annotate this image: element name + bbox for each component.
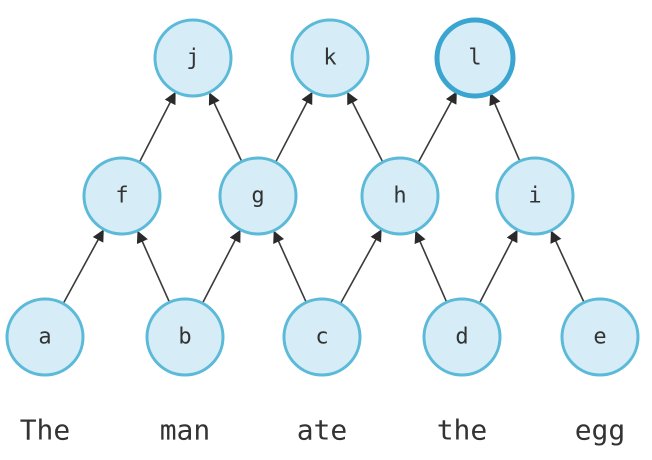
node-circle-b bbox=[145, 297, 225, 377]
edge-d-h bbox=[414, 230, 448, 303]
word-3: the bbox=[437, 414, 488, 447]
sentence-words: The man ate the egg bbox=[20, 414, 626, 447]
node-circle-k bbox=[290, 18, 370, 98]
node-g: g bbox=[218, 156, 298, 236]
node-circle-g bbox=[218, 156, 298, 236]
node-label-h: h bbox=[393, 184, 406, 209]
node-circle-e bbox=[560, 297, 640, 377]
node-circle-a bbox=[5, 297, 85, 377]
node-circle-c bbox=[282, 297, 362, 377]
node-circle-i bbox=[495, 156, 575, 236]
edge-h-l bbox=[417, 91, 458, 163]
node-l: l bbox=[434, 17, 516, 99]
node-label-d: d bbox=[455, 325, 468, 350]
edge-g-k bbox=[274, 91, 313, 163]
node-label-c: c bbox=[315, 325, 328, 350]
edge-g-j bbox=[208, 92, 243, 162]
node-label-e: e bbox=[593, 325, 606, 350]
node-d: d bbox=[422, 297, 502, 377]
edge-b-f bbox=[136, 230, 171, 303]
node-label-f: f bbox=[115, 184, 128, 209]
edge-f-j bbox=[138, 91, 176, 163]
word-4: egg bbox=[575, 414, 626, 447]
edge-c-g bbox=[273, 230, 308, 303]
node-a: a bbox=[5, 297, 85, 377]
node-j: j bbox=[153, 18, 233, 98]
node-label-i: i bbox=[528, 184, 541, 209]
node-c: c bbox=[282, 297, 362, 377]
word-2: ate bbox=[297, 414, 348, 447]
edge-c-h bbox=[339, 229, 382, 305]
node-circle-f bbox=[82, 156, 162, 236]
node-label-k: k bbox=[323, 46, 336, 71]
node-circle-h bbox=[360, 156, 440, 236]
edge-e-i bbox=[550, 230, 585, 303]
node-label-b: b bbox=[178, 325, 191, 350]
node-i: i bbox=[495, 156, 575, 236]
node-circle-l bbox=[434, 17, 516, 99]
node-label-l: l bbox=[468, 46, 481, 71]
node-f: f bbox=[82, 156, 162, 236]
word-0: The bbox=[20, 414, 71, 447]
node-label-g: g bbox=[251, 184, 264, 209]
edge-d-i bbox=[478, 229, 518, 304]
node-label-a: a bbox=[38, 325, 51, 350]
edge-a-f bbox=[62, 229, 105, 305]
node-e: e bbox=[560, 297, 640, 377]
node-label-j: j bbox=[186, 46, 199, 71]
edge-b-g bbox=[201, 229, 241, 304]
edge-i-l bbox=[489, 92, 521, 162]
node-k: k bbox=[290, 18, 370, 98]
node-circle-j bbox=[153, 18, 233, 98]
nodes-layer: a b c d e f g h i j k l bbox=[5, 17, 640, 377]
edge-h-k bbox=[346, 91, 384, 163]
node-circle-d bbox=[422, 297, 502, 377]
word-1: man bbox=[160, 414, 211, 447]
node-b: b bbox=[145, 297, 225, 377]
edges-layer bbox=[62, 91, 585, 305]
node-h: h bbox=[360, 156, 440, 236]
